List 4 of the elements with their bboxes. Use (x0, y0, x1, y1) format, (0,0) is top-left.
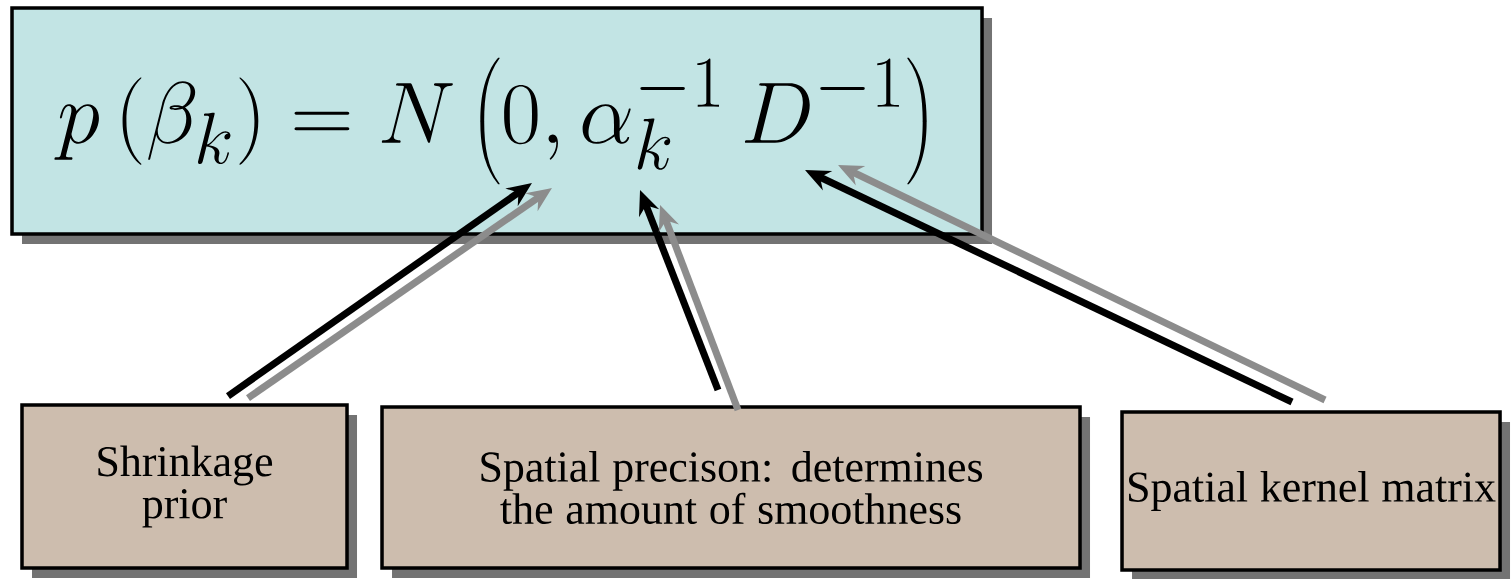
label-box: Shrinkage prior (20, 403, 357, 578)
formula-box: $p\left(\beta_k\right)=N\left(0,\alpha_k^{-1}\,D^{-1}\right)$ (10, 6, 992, 244)
label-box: Spatial precison: determines the amount of smoothness (380, 405, 1090, 578)
label-box: Spatial kernel matrix (1120, 410, 1510, 579)
